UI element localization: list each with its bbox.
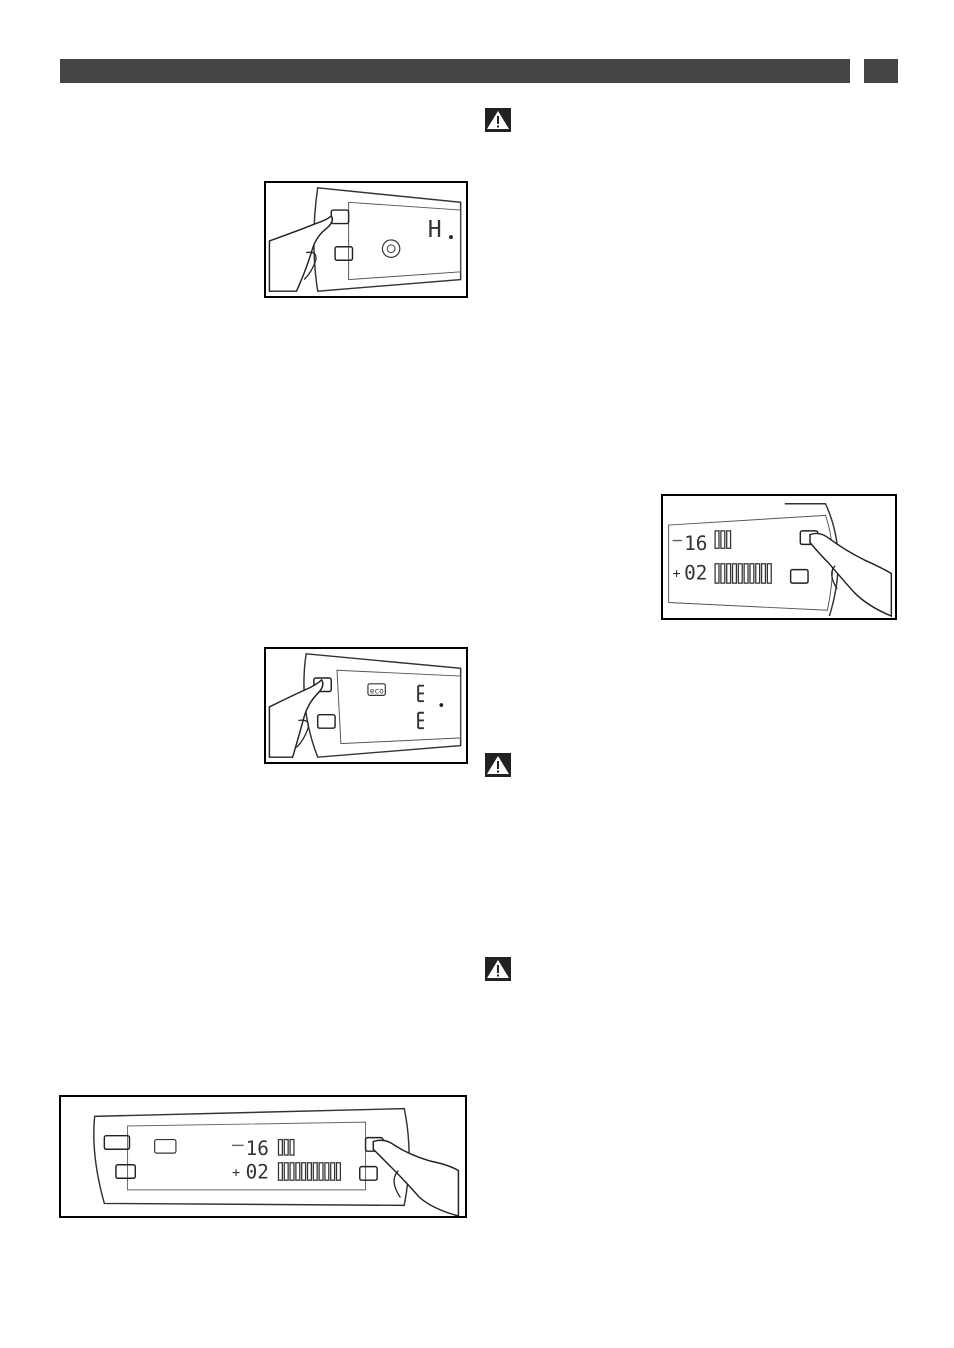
figure-mode-button-h-display: H <box>264 181 468 298</box>
mode-button-icon <box>330 209 350 225</box>
down-button-icon <box>789 568 809 584</box>
lock-icon <box>154 1138 177 1154</box>
display-letter: H <box>428 216 442 243</box>
bar-gauge-bottom <box>714 563 772 584</box>
light-button-icon <box>316 713 336 729</box>
control-panel-illustration-1: H <box>268 187 462 292</box>
figure-mode-button-eco-display: eco <box>264 647 468 764</box>
svg-text:02: 02 <box>246 1160 269 1183</box>
control-panel-illustration-2: eco <box>268 653 462 758</box>
down-button-icon <box>359 1165 378 1181</box>
mode-symbol-icon <box>381 239 401 258</box>
figure-temperature-up-button: 16 02 + <box>661 494 897 620</box>
light-button-icon <box>115 1163 137 1179</box>
light-button-icon <box>334 246 354 261</box>
svg-text:+: + <box>672 565 680 581</box>
bar-gauge-bottom <box>277 1162 342 1181</box>
control-panel-illustration-3: 16 02 + <box>668 503 893 618</box>
hand-icon <box>268 214 334 292</box>
svg-text:16: 16 <box>684 532 707 555</box>
svg-text:+: + <box>232 1164 240 1180</box>
page-number-tab <box>864 59 898 83</box>
mode-button-icon <box>103 1134 131 1150</box>
bar-gauge-top <box>714 530 732 549</box>
header-bar <box>60 59 850 83</box>
figure-full-control-panel: 16 02 + <box>59 1095 467 1218</box>
hand-icon <box>809 532 893 618</box>
warning-triangle-icon <box>485 108 511 132</box>
hand-icon <box>372 1139 460 1216</box>
hand-icon <box>268 678 324 758</box>
svg-text:02: 02 <box>684 561 707 584</box>
warning-triangle-icon <box>485 753 511 777</box>
bar-gauge-top <box>277 1138 295 1156</box>
control-panel-illustration-4: 16 02 + <box>93 1107 460 1216</box>
eco-badge-icon <box>367 683 386 696</box>
svg-text:eco: eco <box>370 686 384 695</box>
warning-triangle-icon <box>485 957 511 981</box>
svg-text:16: 16 <box>246 1137 269 1160</box>
